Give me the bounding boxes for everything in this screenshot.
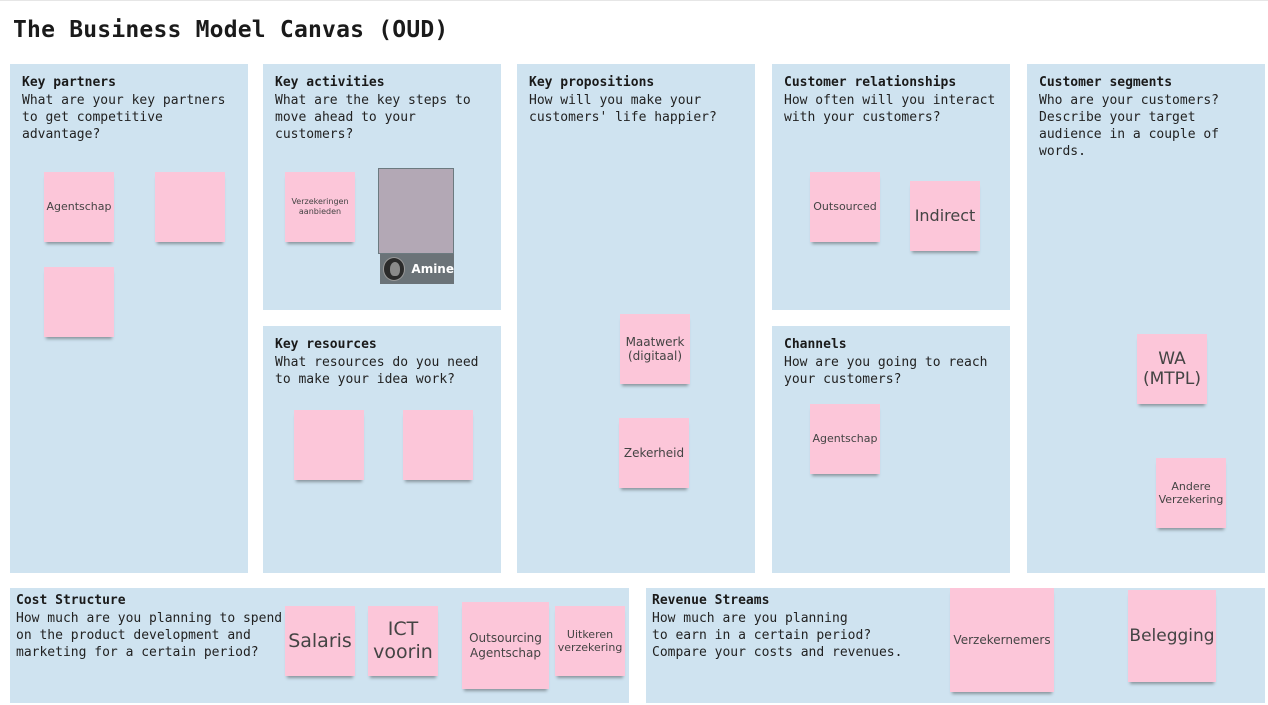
sticky-note[interactable]: Zekerheid — [619, 418, 689, 488]
sticky-note[interactable]: Uitkeren verzekering — [555, 606, 625, 676]
sticky-note[interactable]: Verzekernemers — [950, 588, 1054, 692]
sticky-note[interactable]: Outsourcing Agentschap — [462, 602, 549, 689]
panel-description: How much are you planning to spend on th… — [16, 611, 283, 660]
panel-description: What are the key steps to move ahead to … — [275, 93, 471, 142]
panel-channels[interactable]: Channels How are you going to reach your… — [772, 326, 1010, 573]
sticky-note[interactable]: WA (MTPL) — [1137, 334, 1207, 404]
avatar — [383, 257, 406, 281]
top-divider — [0, 0, 1268, 1]
panel-heading: Cost Structure — [16, 593, 126, 608]
sticky-note[interactable]: Andere Verzekering — [1156, 458, 1226, 528]
panel-heading: Customer segments — [1039, 75, 1173, 90]
sticky-note[interactable] — [155, 172, 225, 242]
sticky-note[interactable]: Agentschap — [44, 172, 114, 242]
sticky-note[interactable]: Indirect — [910, 181, 980, 251]
collaborator-name: Amine — [411, 262, 454, 276]
sticky-note[interactable]: Verzekeringen aanbieden — [285, 172, 355, 242]
board-title: The Business Model Canvas (OUD) — [13, 17, 449, 43]
sticky-note[interactable]: Belegging — [1128, 590, 1216, 682]
panel-customer-segments[interactable]: Customer segments Who are your customers… — [1027, 64, 1265, 573]
panel-description: How are you going to reach your customer… — [784, 355, 988, 387]
sticky-note-being-edited[interactable] — [378, 168, 454, 254]
sticky-note[interactable]: Salaris — [285, 606, 355, 676]
sticky-note[interactable] — [403, 410, 473, 480]
panel-heading: Revenue Streams — [652, 593, 770, 608]
sticky-note[interactable]: Agentschap — [810, 404, 880, 474]
collaborator-cursor-tag: Amine — [380, 254, 454, 284]
sticky-note[interactable]: Maatwerk (digitaal) — [620, 314, 690, 384]
panel-description: What resources do you need to make your … — [275, 355, 479, 387]
panel-heading: Key activities — [275, 75, 385, 90]
panel-heading: Channels — [784, 337, 847, 352]
panel-description: How often will you interact with your cu… — [784, 93, 996, 125]
sticky-note[interactable]: Outsourced — [810, 172, 880, 242]
panel-description: What are your key partners to get compet… — [22, 93, 226, 142]
sticky-note[interactable] — [44, 267, 114, 337]
panel-heading: Customer relationships — [784, 75, 957, 90]
panel-heading: Key resources — [275, 337, 377, 352]
sticky-note[interactable] — [294, 410, 364, 480]
panel-heading: Key partners — [22, 75, 116, 90]
sticky-note[interactable]: ICT voorin — [368, 606, 438, 676]
panel-description: Who are your customers? Describe your ta… — [1039, 93, 1220, 159]
panel-description: How will you make your customers' life h… — [529, 93, 717, 125]
panel-heading: Key propositions — [529, 75, 655, 90]
panel-description: How much are you planning to earn in a c… — [652, 611, 903, 660]
